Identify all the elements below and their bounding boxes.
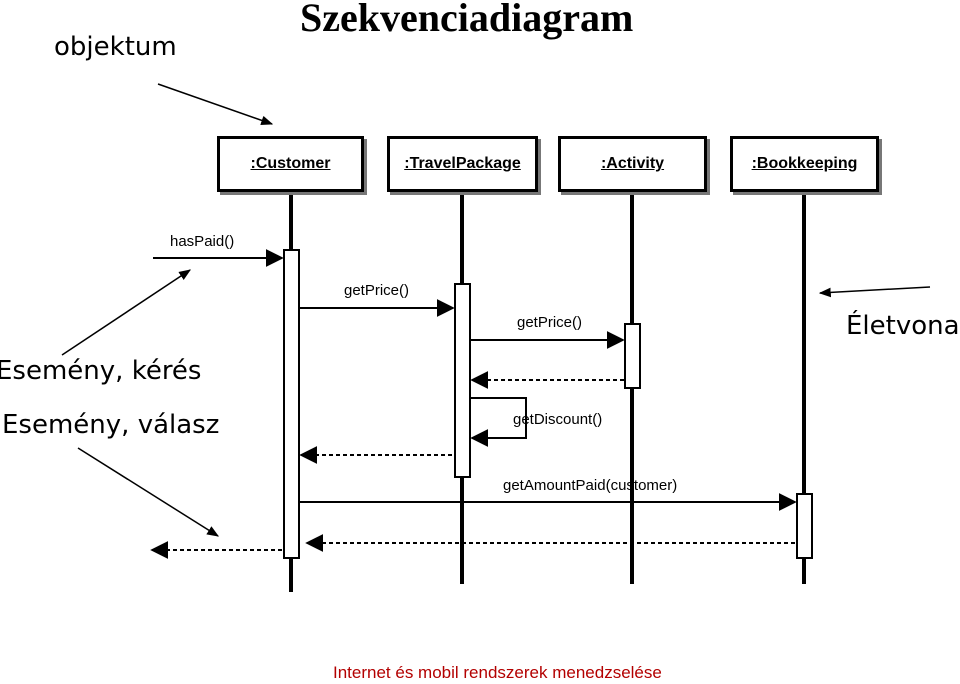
object-travelpackage: :TravelPackage (387, 136, 538, 192)
activation-bookkeeping (796, 493, 813, 559)
object-customer: :Customer (217, 136, 364, 192)
message-getprice-1-label: getPrice() (344, 282, 410, 299)
activation-travelpackage (454, 283, 471, 478)
message-getprice-2-label: getPrice() (517, 314, 583, 331)
pointer-request-arrow (61, 269, 191, 356)
message-getdiscount-arrow (470, 397, 527, 447)
footer-text: Internet és mobil rendszerek menedzselés… (333, 663, 662, 682)
activation-activity (624, 323, 641, 389)
object-activity-label: :Activity (600, 155, 665, 172)
pointer-response-arrow (77, 447, 220, 537)
activation-customer (283, 249, 300, 559)
message-haspaid-label: hasPaid() (170, 233, 235, 250)
object-travelpackage-label: :TravelPackage (404, 155, 521, 172)
annotation-object: objektum (54, 32, 177, 62)
object-activity: :Activity (558, 136, 707, 192)
pointer-object-arrow (157, 83, 274, 125)
annotation-lifeline: Életvonal (846, 311, 960, 341)
annotation-event-response: Esemény, válasz (2, 410, 220, 440)
pointer-lifeline-arrow (818, 286, 931, 298)
annotation-event-request: Esemény, kérés (0, 356, 202, 386)
object-bookkeeping-label: :Bookkeeping (751, 155, 858, 172)
message-getdiscount-label: getDiscount() (513, 411, 603, 428)
object-bookkeeping: :Bookkeeping (730, 136, 879, 192)
page-title: Szekvenciadiagram (300, 0, 634, 40)
message-getamountpaid-label: getAmountPaid(customer) (503, 477, 678, 494)
object-customer-label: :Customer (250, 155, 331, 172)
